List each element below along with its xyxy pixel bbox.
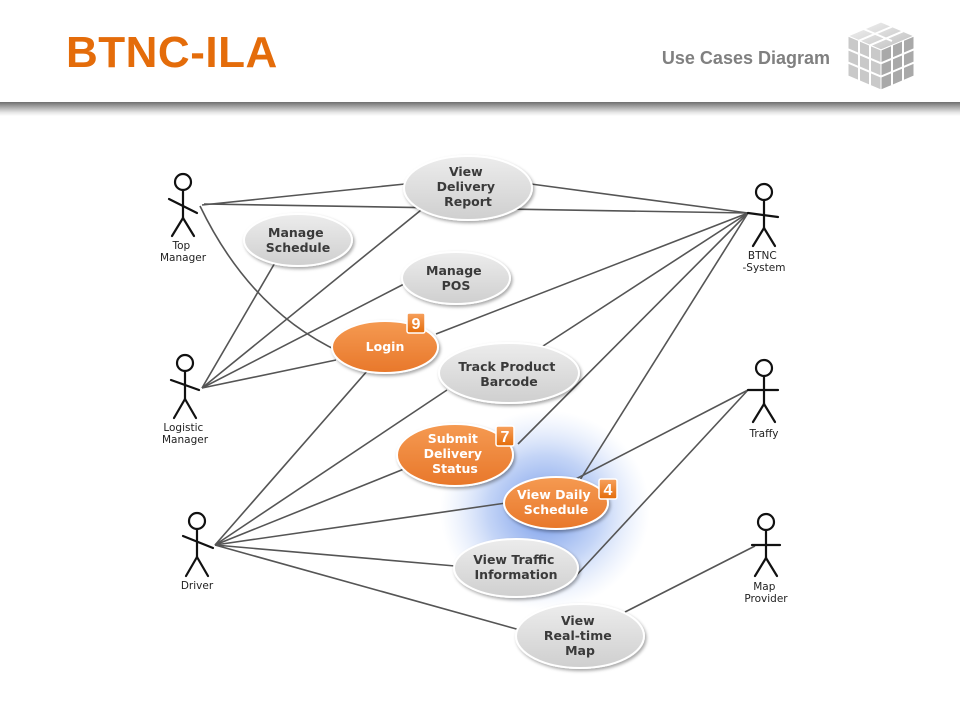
assoc-line bbox=[214, 544, 521, 631]
usecase-label-line: Manage bbox=[268, 225, 324, 240]
usecase-label: Submit Delivery Status bbox=[424, 431, 487, 476]
assoc-line bbox=[201, 205, 427, 389]
usecase-label-line: Schedule bbox=[524, 502, 588, 517]
usecase-label-line: View bbox=[561, 613, 595, 628]
actor-btnc-system-icon bbox=[746, 182, 780, 248]
usecase-label-line: Status bbox=[432, 461, 478, 476]
actor-label-top-manager: Top Manager bbox=[160, 240, 207, 264]
header-divider bbox=[0, 102, 960, 116]
usecase-label-line: Barcode bbox=[480, 374, 538, 389]
assoc-line bbox=[624, 545, 756, 613]
usecase-label-line: View Daily bbox=[517, 487, 591, 502]
usecase-label-line: Delivery bbox=[437, 179, 495, 194]
usecase-label-line: Schedule bbox=[266, 240, 330, 255]
usecase-view-traffic-information: View Traffic Information bbox=[453, 538, 579, 598]
assoc-line bbox=[214, 502, 507, 546]
actor-label-line: Map bbox=[753, 581, 775, 593]
assoc-line bbox=[199, 205, 341, 353]
usecase-manage-pos: Manage POS bbox=[401, 251, 511, 305]
association-lines bbox=[199, 183, 756, 631]
usecase-label: Manage POS bbox=[426, 263, 486, 293]
actor-label-line: -System bbox=[743, 262, 786, 274]
badge-number: 4 bbox=[604, 482, 613, 499]
usecase-label-line: View bbox=[449, 164, 483, 179]
actor-label-line: Logistic bbox=[163, 422, 203, 434]
actor-label-btnc-system: BTNC -System bbox=[743, 250, 786, 274]
usecase-label: Track Product Barcode bbox=[458, 359, 559, 389]
actor-label-line: Provider bbox=[744, 593, 788, 605]
assoc-line bbox=[569, 389, 749, 483]
usecase-label-line: Submit bbox=[428, 431, 478, 446]
actor-driver-icon bbox=[181, 511, 215, 578]
badge-view-daily-schedule: 4 bbox=[598, 478, 618, 500]
actor-label-line: Manager bbox=[162, 434, 209, 446]
usecase-label: View Delivery Report bbox=[437, 164, 500, 209]
assoc-line bbox=[214, 544, 456, 567]
badge-login: 9 bbox=[406, 312, 426, 334]
actor-label-line: Top bbox=[171, 240, 190, 252]
assoc-line bbox=[530, 183, 749, 214]
actor-label-line: BTNC bbox=[748, 250, 777, 262]
usecase-label: Login bbox=[366, 339, 405, 354]
badge-submit-delivery-status: 7 bbox=[495, 425, 515, 447]
assoc-line bbox=[517, 212, 749, 445]
usecase-label-line: Manage bbox=[426, 263, 482, 278]
actor-label-line: Manager bbox=[160, 252, 207, 264]
assoc-line bbox=[435, 212, 749, 335]
usecase-label-line: Track Product bbox=[458, 359, 555, 374]
actor-logistic-manager-icon bbox=[169, 353, 201, 420]
slide-subtitle: Use Cases Diagram bbox=[661, 48, 830, 68]
assoc-line bbox=[214, 468, 405, 546]
assoc-line bbox=[571, 389, 749, 581]
usecase-label-line: Information bbox=[475, 567, 558, 582]
actor-label-driver: Driver bbox=[181, 580, 214, 592]
badge-number: 7 bbox=[501, 429, 510, 446]
usecase-label: Manage Schedule bbox=[266, 225, 330, 255]
usecase-track-product-barcode: Track Product Barcode bbox=[438, 342, 580, 404]
usecase-view-realtime-map: View Real-time Map bbox=[515, 603, 645, 669]
assoc-line bbox=[579, 212, 749, 481]
usecase-label: View Real-time Map bbox=[544, 613, 616, 658]
assoc-line bbox=[201, 282, 407, 389]
usecase-label: View Traffic Information bbox=[473, 552, 559, 582]
badge-number: 9 bbox=[412, 316, 421, 333]
actor-traffy-icon bbox=[746, 358, 780, 424]
usecase-label: View Daily Schedule bbox=[517, 487, 595, 517]
usecase-label-line: Map bbox=[565, 643, 595, 658]
usecase-label-line: Report bbox=[444, 194, 492, 209]
assoc-line bbox=[539, 212, 749, 349]
usecase-login: Login bbox=[331, 320, 439, 374]
usecase-label-line: Delivery bbox=[424, 446, 482, 461]
usecase-label-line: View Traffic bbox=[473, 552, 554, 567]
usecase-view-delivery-report: View Delivery Report bbox=[403, 155, 533, 221]
slide-header bbox=[0, 0, 960, 104]
actor-label-map-provider: Map Provider bbox=[744, 581, 788, 605]
usecase-manage-schedule: Manage Schedule bbox=[243, 213, 353, 267]
usecase-label-line: POS bbox=[442, 278, 471, 293]
assoc-line bbox=[201, 183, 406, 206]
assoc-line bbox=[214, 389, 448, 546]
assoc-line bbox=[201, 359, 337, 389]
usecase-submit-delivery-status: Submit Delivery Status bbox=[396, 423, 514, 487]
actor-label-logistic-manager: Logistic Manager bbox=[162, 422, 209, 446]
slide-title: BTNC-ILA bbox=[66, 28, 278, 77]
cube-logo-icon bbox=[846, 21, 916, 91]
usecase-label-line: Real-time bbox=[544, 628, 612, 643]
actor-map-provider-icon bbox=[750, 512, 782, 578]
actor-top-manager-icon bbox=[167, 172, 199, 238]
actor-label-traffy: Traffy bbox=[748, 428, 778, 440]
usecase-view-daily-schedule: View Daily Schedule bbox=[503, 476, 609, 530]
assoc-line bbox=[201, 260, 277, 389]
assoc-line bbox=[214, 369, 369, 546]
